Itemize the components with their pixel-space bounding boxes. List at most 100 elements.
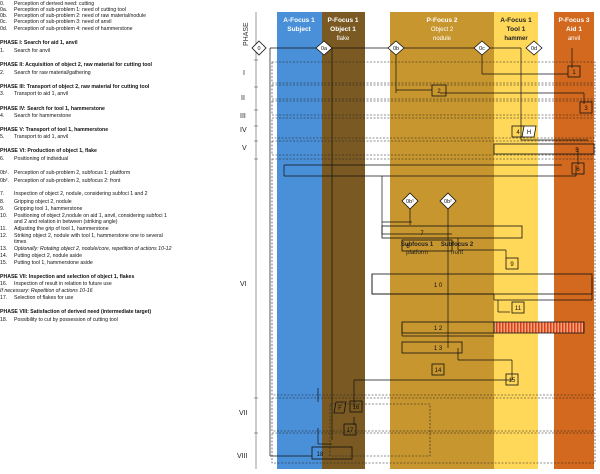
step-f-box <box>333 401 347 414</box>
step-5-box <box>493 143 595 155</box>
step-13-label: 1 3 <box>434 346 443 352</box>
legend-item-number: 2. <box>0 70 5 76</box>
legend-item-text: Gripping object 2, nodule <box>14 199 72 205</box>
legend-item-text: and 2 and relation in between (striking … <box>14 219 118 225</box>
legend-item-number: 11. <box>0 226 7 232</box>
phase-box-3 <box>271 100 596 116</box>
diamond-0c-label: 0c <box>479 46 485 52</box>
column-header-nodule-subtitle: Object 2 <box>431 27 454 33</box>
column-header-anvil-extra: anvil <box>568 36 580 42</box>
diamond-0b2 <box>439 192 457 210</box>
legend-item-text: Putting object 2, nodule aside <box>14 253 83 259</box>
legend-item-text: Striking object 2, nodule with tool 1, h… <box>14 233 163 239</box>
phase-box-6-inner <box>329 403 431 457</box>
diamond-0b <box>387 40 405 56</box>
column-header-nodule-extra: nodule <box>433 36 452 42</box>
step-12-hatch <box>493 321 585 334</box>
legend-item-number: 0d. <box>0 26 8 32</box>
step-2-label: 2 <box>437 89 441 95</box>
step-4-label: 4 <box>516 130 520 136</box>
phase-label-1: I <box>243 70 245 77</box>
legend-item-number: 3. <box>0 91 5 97</box>
legend-row: PHASE IV: Search for tool 1, hammerstone <box>0 106 105 112</box>
legend-item-number: 18. <box>0 317 8 323</box>
legend-item-number: 10. <box>0 213 8 219</box>
legend-item-text: Perception of sub-problem 4: need of ham… <box>14 26 133 32</box>
column-header-anvil-title: P-Focus 3 <box>558 17 589 24</box>
legend-item-number: 0. <box>0 1 5 7</box>
legend-item-text: Perception of sub-problem 2: need of raw… <box>14 13 147 19</box>
column-subject <box>277 12 322 469</box>
step-12-label: 1 2 <box>434 326 443 332</box>
step-10-label: 1 0 <box>434 283 443 289</box>
diamond-0b1 <box>401 192 419 210</box>
legend-item-number: 0a. <box>0 7 8 13</box>
step-f-label: F <box>338 406 342 412</box>
legend-row: PHASE V: Transport of tool 1, hammerston… <box>0 127 108 133</box>
column-header-hammer-title: A-Focus 1 <box>500 17 532 24</box>
legend-item-text: Selection of flakes for use <box>14 295 74 301</box>
step-6-box <box>571 162 585 175</box>
phase-box-4 <box>271 117 596 139</box>
phase-box-5 <box>271 140 596 156</box>
phase-label-8: VIII <box>237 453 248 460</box>
step-1-label: 1 <box>572 70 576 76</box>
step-7-box <box>381 225 523 239</box>
step-h-label: H <box>527 130 531 136</box>
step-17-label: 17 <box>347 428 354 434</box>
legend-item-number: 12. <box>0 233 8 239</box>
phase-label-4: IV <box>240 127 247 134</box>
step-h-box <box>521 125 537 138</box>
process-diagram: A-Focus 1 Subject P-Focus 1 Object 1 P-F… <box>232 0 600 469</box>
step-16-box <box>349 400 363 413</box>
step-11-label: 11 <box>515 306 522 312</box>
legend-row: PHASE VI: Production of object 1, flake <box>0 148 97 154</box>
legend-item-text: Search for hammerstone <box>14 113 72 119</box>
phase-heading: PHASE V: Transport of tool 1, hammerston… <box>0 127 109 133</box>
legend-row: PHASE VII: Inspection and selection of o… <box>0 274 134 280</box>
diamond-0b-label: 0b <box>393 46 399 52</box>
diamond-0d <box>525 40 543 56</box>
legend-item-text: Positioning of object 2,nodule on aid 1,… <box>14 213 167 219</box>
phase-heading: PHASE I: Search for aid 1, anvil <box>0 40 78 46</box>
column-header-hammer-subtitle: Tool 1 <box>507 26 526 33</box>
column-header-hammer-extra: hammer <box>504 36 528 42</box>
legend-item-number: 6. <box>0 156 5 162</box>
phase-box-7 <box>271 397 596 432</box>
step-7-label: 7 <box>420 231 424 237</box>
legend-item-text: Putting tool 1, hammerstone aside <box>14 260 93 266</box>
legend-item-text: Search for raw material/gathering <box>14 70 91 76</box>
legend-item-text: Transport to aid 1, anvil <box>14 134 69 140</box>
diamond-0 <box>251 40 267 56</box>
step-14-label: 14 <box>435 368 442 374</box>
diamond-0a <box>315 40 333 56</box>
step-13-box <box>401 341 463 354</box>
legend-item-text: Possibility to cut by possession of cutt… <box>14 317 118 323</box>
legend-item-number: 17. <box>0 295 8 301</box>
legend-item-text: Perception of derived need: cutting <box>14 1 95 7</box>
legend-item-number: 4. <box>0 113 5 119</box>
diamond-0b2-label: 0b² <box>444 199 452 205</box>
phase-label-7: VII <box>239 410 248 417</box>
diamond-0-label: 0 <box>257 46 260 52</box>
step-5-label: 5 <box>575 148 579 154</box>
phase-label-3: III <box>240 113 246 120</box>
legend-item-number: 1. <box>0 48 5 54</box>
legend-item-number: 8. <box>0 199 5 205</box>
subfocus-1-title: Subfocus 1 <box>401 242 434 248</box>
step-14-box <box>431 363 445 376</box>
phase-heading: PHASE II: Acquisition of object 2, raw m… <box>0 62 152 68</box>
phase-box-1 <box>271 61 596 84</box>
legend-item-number: 0c. <box>0 19 7 25</box>
subfocus-2-title: Subfocus 2 <box>441 242 474 248</box>
legend-item-number: 0b². <box>0 178 9 184</box>
diamond-0d-label: 0d <box>531 46 537 52</box>
step-18-label: 18 <box>317 452 324 458</box>
legend-item-text: Search for anvil <box>14 48 51 54</box>
legend-row: PHASE II: Acquisition of object 2, raw m… <box>0 62 152 68</box>
step-8-label: 8 <box>406 244 410 250</box>
legend-item-number: 0b. <box>0 13 8 19</box>
legend-item-text: Perception of sub-problem 2, subfocus 2:… <box>14 178 121 184</box>
phase-box-6 <box>271 158 596 396</box>
legend-item-text: Inspection of result in relation to futu… <box>14 281 112 287</box>
